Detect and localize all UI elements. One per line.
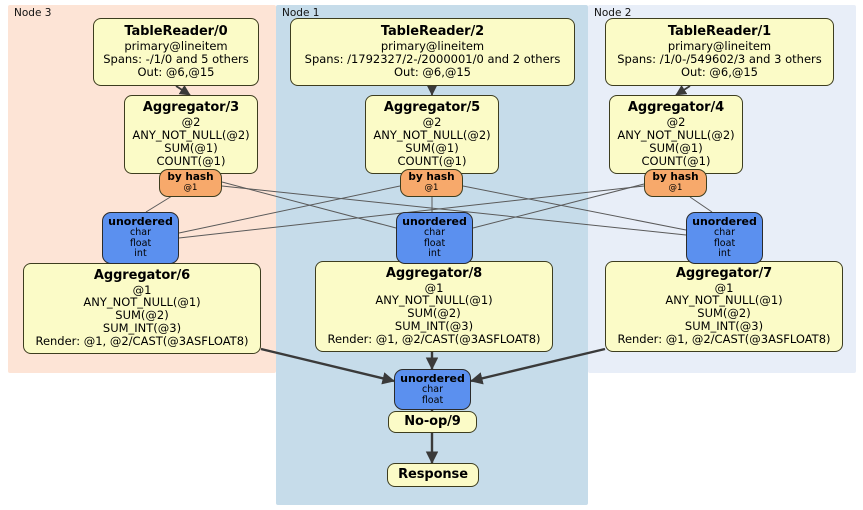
by-hash-router-right[interactable]: by hash@1 [644, 169, 707, 197]
by-hash-router-left[interactable]: by hash@1 [159, 169, 222, 197]
aggregator-8-node-line-0: @1 [424, 280, 444, 295]
aggregator-3-node-line-0: @2 [181, 115, 201, 130]
aggregator-8-node-line-1: ANY_NOT_NULL(@1) [375, 293, 493, 308]
table-reader-2-node-line-1: Spans: /1792327/2-/2000001/0 and 2 other… [304, 51, 561, 66]
aggregator-7-node-line-0: @1 [714, 280, 734, 295]
unordered-sync-final-title: unordered [400, 371, 465, 385]
aggregator-3-node-line-1: ANY_NOT_NULL(@2) [132, 127, 250, 142]
response-node[interactable]: Response [387, 463, 479, 487]
aggregator-6-node-line-2: SUM(@2) [115, 308, 169, 323]
unordered-sync-right-line-2: int [718, 248, 731, 260]
aggregator-4-node-line-1: ANY_NOT_NULL(@2) [617, 127, 735, 142]
unordered-sync-center-line-2: int [428, 248, 441, 260]
aggregator-6-node-title: Aggregator/6 [93, 268, 191, 284]
aggregator-3-node-line-3: COUNT(@1) [156, 153, 226, 168]
table-reader-2-node-line-2: Out: @6,@15 [394, 64, 471, 79]
cluster-label-node3: Node 3 [14, 7, 52, 19]
aggregator-7-node-line-2: SUM(@2) [697, 306, 751, 321]
aggregator-6-node-line-4: Render: @1, @2/CAST(@3ASFLOAT8) [35, 334, 249, 349]
aggregator-8-node-line-2: SUM(@2) [407, 306, 461, 321]
aggregator-7-node-line-4: Render: @1, @2/CAST(@3ASFLOAT8) [617, 332, 831, 347]
by-hash-router-center[interactable]: by hash@1 [400, 169, 463, 197]
aggregator-3-node-title: Aggregator/3 [142, 100, 240, 116]
aggregator-5-node-title: Aggregator/5 [383, 100, 481, 116]
table-reader-0-node-line-0: primary@lineitem [124, 38, 228, 53]
by-hash-router-right-line-0: @1 [668, 183, 683, 194]
response-node-title: Response [398, 466, 468, 482]
aggregator-5-node-line-2: SUM(@1) [405, 140, 459, 155]
table-reader-2-node-line-0: primary@lineitem [380, 38, 485, 53]
unordered-sync-final-line-1: float [421, 394, 444, 406]
by-hash-router-center-line-0: @1 [424, 183, 439, 194]
unordered-sync-left-line-0: char [130, 227, 151, 239]
table-reader-1-node-line-2: Out: @6,@15 [681, 64, 758, 79]
by-hash-router-center-title: by hash [408, 171, 455, 184]
aggregator-7-node-line-3: SUM_INT(@3) [684, 319, 764, 334]
aggregator-8-node-line-3: SUM_INT(@3) [394, 319, 474, 334]
aggregator-4-node-line-0: @2 [666, 115, 686, 130]
aggregator-5-node-line-3: COUNT(@1) [397, 153, 467, 168]
aggregator-4-node-line-3: COUNT(@1) [641, 153, 711, 168]
aggregator-4-node-line-2: SUM(@1) [649, 140, 703, 155]
table-reader-0-node-title: TableReader/0 [124, 24, 228, 40]
cluster-label-node1: Node 1 [282, 7, 320, 19]
no-op-9-node[interactable]: No-op/9 [388, 411, 477, 433]
by-hash-router-left-line-0: @1 [183, 183, 198, 194]
table-reader-1-node-title: TableReader/1 [667, 24, 772, 40]
aggregator-6-node-line-0: @1 [132, 282, 152, 297]
aggregator-7-node-line-1: ANY_NOT_NULL(@1) [665, 293, 783, 308]
aggregator-6-node-line-3: SUM_INT(@3) [102, 321, 182, 336]
aggregator-5-node-line-0: @2 [422, 115, 442, 130]
cluster-label-node2: Node 2 [594, 7, 632, 19]
table-reader-0-node-line-2: Out: @6,@15 [137, 64, 215, 79]
unordered-sync-left-line-2: int [134, 248, 147, 260]
aggregator-8-node-title: Aggregator/8 [385, 266, 483, 282]
table-reader-1-node-line-0: primary@lineitem [667, 38, 772, 53]
table-reader-1-node-line-1: Spans: /1/0-/549602/3 and 3 others [617, 51, 822, 66]
no-op-9-node-title: No-op/9 [404, 413, 461, 429]
unordered-sync-left-title: unordered [108, 214, 173, 228]
by-hash-router-right-title: by hash [652, 171, 699, 184]
unordered-sync-center-line-1: float [423, 237, 446, 249]
aggregator-8-node-line-4: Render: @1, @2/CAST(@3ASFLOAT8) [327, 332, 541, 347]
unordered-sync-final-line-0: char [422, 384, 443, 396]
table-reader-0-node-line-1: Spans: -/1/0 and 5 others [103, 51, 249, 66]
unordered-sync-right-line-1: float [713, 237, 736, 249]
aggregator-7-node-title: Aggregator/7 [675, 266, 773, 282]
by-hash-router-left-title: by hash [167, 171, 214, 184]
unordered-sync-right-line-0: char [714, 227, 735, 239]
unordered-sync-left-line-1: float [129, 237, 152, 249]
aggregator-6-node-line-1: ANY_NOT_NULL(@1) [83, 295, 201, 310]
aggregator-4-node-title: Aggregator/4 [627, 100, 725, 116]
aggregator-5-node-line-1: ANY_NOT_NULL(@2) [373, 127, 491, 142]
aggregator-3-node-line-2: SUM(@1) [164, 140, 218, 155]
table-reader-2-node-title: TableReader/2 [380, 24, 485, 40]
unordered-sync-right-title: unordered [692, 214, 757, 228]
